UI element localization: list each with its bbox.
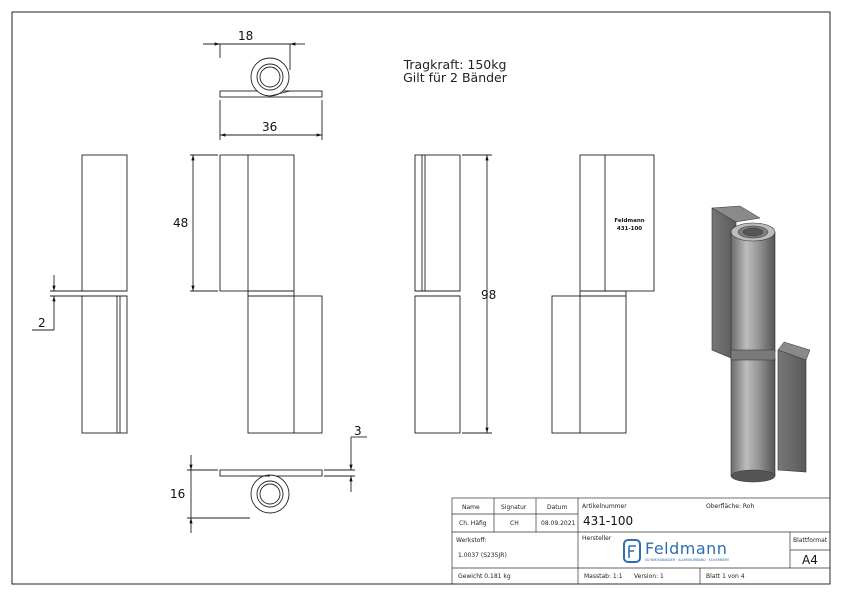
tb-signatur: CH [510, 520, 519, 527]
tb-oberflaeche: Oberfläche: Roh [706, 503, 755, 510]
tb-header-signatur: Signatur [501, 504, 527, 511]
engraving-brand: Feldmann [614, 218, 645, 224]
tb-hersteller-label: Hersteller [582, 535, 612, 542]
side-view-3 [414, 154, 492, 434]
tb-werkstoff: 1.0037 (S235JR) [458, 552, 507, 559]
dim-3: 3 [354, 424, 362, 438]
back-view-4 [551, 154, 655, 434]
tb-artikel-label: Artikelnummer [582, 503, 627, 510]
side-view-1 [32, 154, 128, 434]
pair-text: Gilt für 2 Bänder [403, 70, 507, 85]
tb-version: Version: 1 [634, 573, 664, 580]
tb-blatt: Blatt 1 von 4 [706, 573, 745, 580]
tb-massstab: Masstab: 1:1 [584, 573, 623, 580]
load-capacity-note: Tragkraft: 150kg Gilt für 2 Bänder [380, 58, 530, 84]
load-text: Tragkraft: 150kg [403, 57, 507, 72]
dim-98: 98 [481, 288, 497, 302]
tb-blattformat: A4 [802, 553, 818, 567]
tb-blattformat-label: Blattformat [793, 537, 828, 544]
dim-16: 16 [170, 487, 186, 501]
hinge-3d-render [711, 205, 811, 483]
drawing-frame [11, 11, 831, 585]
engraving-part: 431-100 [616, 226, 643, 232]
feldmann-logo-icon [623, 539, 641, 563]
dim-2: 2 [38, 316, 46, 330]
tb-gewicht: Gewicht 0.181 kg [458, 573, 511, 580]
tb-werkstoff-label: Werkstoff: [456, 537, 487, 544]
tb-header-name: Name [462, 504, 480, 511]
dim-36: 36 [262, 120, 278, 134]
tb-name: Ch. Häfig [459, 520, 487, 527]
tb-datum: 08.09.2021 [541, 520, 576, 527]
dim-18: 18 [238, 29, 254, 43]
tb-header-datum: Datum [547, 504, 568, 511]
title-block-grid [451, 497, 831, 585]
dim-48: 48 [173, 216, 189, 230]
top-view [203, 42, 323, 140]
bottom-view [187, 436, 367, 533]
tb-logo-text: Feldmann [645, 539, 728, 558]
front-view-2 [190, 154, 323, 434]
tb-logo-tagline: SCHWEISSBÄNDER · ALUMINIUMBAND · SCHARNI… [645, 558, 730, 562]
tb-artikel: 431-100 [583, 514, 634, 528]
